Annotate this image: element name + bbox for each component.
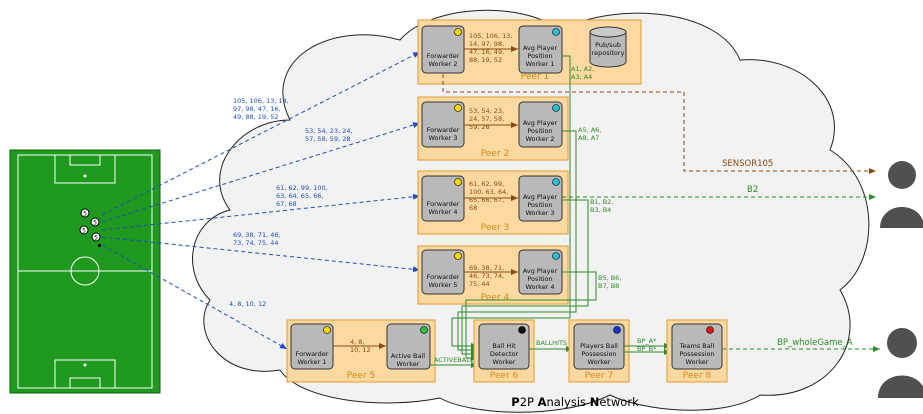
out-a1: A1, A2,A3, A4 (571, 65, 594, 81)
flow-sensor105 (442, 74, 876, 174)
svg-text:Peer 4: Peer 4 (481, 293, 510, 303)
svg-text:Peer 2: Peer 2 (481, 149, 509, 159)
ids-f5: 69, 38, 71, 46,73, 74, 75, 44 (233, 231, 281, 247)
user-icon (878, 328, 923, 398)
ids-f3: 53, 54, 23, 24,57, 58, 59, 28 (305, 127, 353, 143)
player-markers: 5 5 5 5 (79, 208, 101, 247)
label-sensor105: SENSOR105 (722, 159, 773, 169)
flow-to-fw5 (101, 236, 421, 273)
ids-f2: 105, 106, 13, 14,97, 98, 47, 16,49, 88, … (233, 97, 289, 121)
svg-text:Peer 5: Peer 5 (347, 371, 375, 381)
label-bp-wholegame: BP_wholeGame_A (777, 338, 853, 348)
label-ballhits: BALLHITS (536, 339, 567, 347)
svg-text:5: 5 (93, 220, 97, 227)
svg-text:Peer 7: Peer 7 (585, 371, 613, 381)
user-icon (880, 161, 923, 228)
flow-to-fw2 (101, 51, 421, 216)
svg-text:5: 5 (94, 235, 98, 242)
ids-p1: 105, 106, 13,14, 97, 98,47, 16, 49,88, 1… (469, 32, 512, 64)
out-b1: B1, B2,B3, B4 (590, 198, 613, 214)
flow-to-fw4 (101, 193, 421, 231)
soccer-field: 5 5 5 5 (9, 149, 161, 394)
svg-text:5: 5 (83, 211, 87, 218)
label-b2: B2 (747, 185, 758, 195)
out-a5: A5, A6,A8, A7 (578, 126, 601, 142)
ids-f1: 4, 8, 10, 12 (229, 300, 266, 308)
svg-text:Peer 1: Peer 1 (521, 72, 549, 82)
out-b5: B5, B6,B7, B8 (598, 274, 621, 290)
svg-text:Peer 8: Peer 8 (683, 371, 712, 381)
label-bp-b: BP_B* (637, 345, 657, 353)
ids-p2: 53, 54, 23,24, 57, 58,59, 28 (469, 107, 504, 131)
network-title: P2P Analysis Network (511, 395, 639, 409)
svg-text:Peer 6: Peer 6 (490, 371, 519, 381)
flow-to-fw1 (101, 244, 288, 350)
ids-p3: 61, 62, 99,100, 63, 64,65, 66, 67,68 (469, 180, 508, 212)
ids-f4: 61, 62, 99, 100,63, 64, 65, 66,67, 68 (276, 184, 328, 208)
label-activeballs: ACTIVEBALLS (434, 356, 478, 364)
svg-text:5: 5 (82, 228, 86, 235)
label-bp-a: BP_A* (637, 337, 657, 345)
ids-p4: 69, 38, 71,46, 73, 74,75, 44 (469, 264, 504, 288)
ids-p5: 4, 8,10, 12 (350, 338, 371, 354)
svg-text:Peer 3: Peer 3 (481, 223, 509, 233)
